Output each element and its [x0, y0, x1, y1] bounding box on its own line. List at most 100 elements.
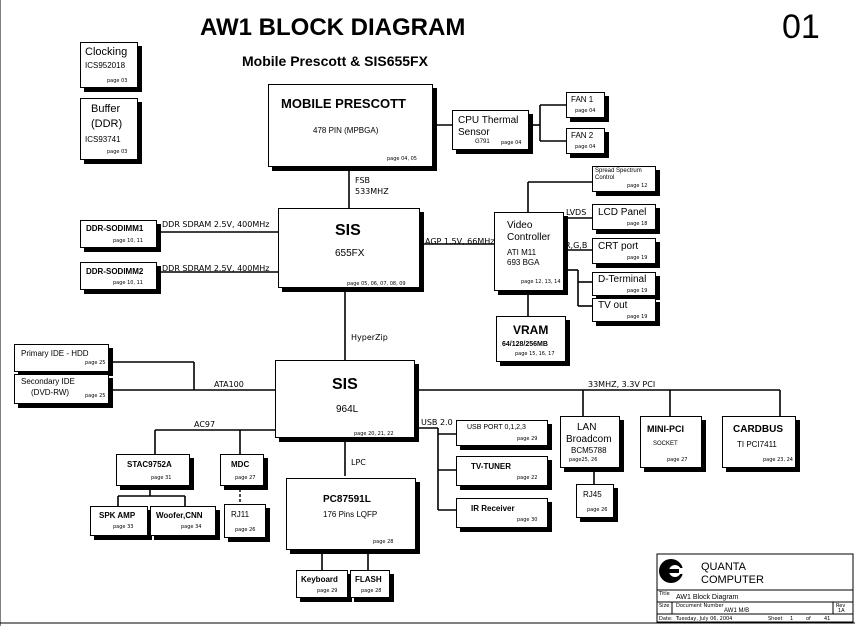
video-label: Video	[507, 220, 533, 231]
mini-pci-label: MINI-PCI	[647, 424, 684, 434]
woofer-block: Woofer,CNN page 34	[150, 506, 216, 536]
stac-page: page 31	[151, 475, 172, 481]
hyperzip-label: HyperZip	[351, 333, 388, 342]
stac-label: STAC9752A	[127, 460, 172, 469]
fan2-label: FAN 2	[571, 131, 594, 140]
docnum-field-value: AW1 M/B	[724, 608, 750, 614]
video-controller-block: Video Controller ATI M11 693 BGA page 12…	[494, 212, 564, 291]
spk-amp-page: page 33	[113, 524, 134, 530]
keyboard-block: Keyboard page 29	[296, 570, 348, 598]
buffer-label: Buffer	[91, 103, 121, 115]
fan2-page: page 04	[575, 144, 596, 150]
fan2-block: FAN 2 page 04	[566, 128, 605, 154]
ssc-label: Spread Spectrum	[595, 168, 642, 174]
cardbus-label: CARDBUS	[733, 424, 783, 435]
primary-ide-block: Primary IDE - HDD page 25	[14, 344, 109, 372]
title-field-value: AW1 Block Diagram	[676, 594, 739, 601]
mini-pci-page: page 27	[667, 457, 688, 463]
lan-label: LAN	[577, 422, 597, 433]
docnum-field-label: Document Number	[676, 603, 724, 609]
secondary-ide-label: Secondary IDE	[21, 377, 75, 386]
mdc-label: MDC	[231, 460, 250, 469]
mini-pci-socket: SOCKET	[653, 441, 678, 447]
southbridge-model: 964L	[336, 404, 359, 415]
usb-label: USB 2.0	[421, 418, 453, 427]
rj11-label: RJ11	[231, 510, 250, 519]
rev-field-label: Rev	[836, 603, 846, 609]
lan-vendor: Broadcom	[566, 434, 612, 445]
tvout-label: TV out	[598, 300, 628, 311]
usb-port-page: page 29	[517, 436, 538, 442]
northbridge-page: page 05, 06, 07, 08, 09	[347, 281, 406, 287]
date-field-value: Tuesday, July 06, 2004	[676, 616, 733, 622]
northbridge-block: SIS 655FX page 05, 06, 07, 08, 09	[278, 208, 420, 288]
buffer-block: Buffer (DDR) ICS93741 page 03	[80, 98, 138, 160]
thermal-page: page 04	[501, 140, 522, 146]
usb-port-label: USB PORT 0,1,2,3	[467, 424, 526, 431]
clocking-label: Clocking	[85, 46, 128, 58]
ddr-sodimm1-block: DDR-SODIMM1 page 10, 11	[80, 220, 157, 248]
lcd-label: LCD Panel	[598, 207, 647, 218]
ddr1-bus-label: DDR SDRAM 2.5V, 400MHz	[162, 220, 270, 229]
secondary-ide-block: Secondary IDE (DVD-RW) page 25	[14, 374, 109, 404]
ddr-sodimm2-page: page 10, 11	[113, 280, 143, 286]
primary-ide-page: page 25	[85, 360, 106, 366]
thermal-label: CPU Thermal	[458, 115, 519, 126]
d-terminal-block: D-Terminal page 19	[592, 272, 656, 296]
woofer-label: Woofer,CNN	[156, 511, 203, 520]
pci-bus-label: 33MHZ, 3.3V PCI	[588, 380, 656, 389]
size-field-label: Size	[659, 603, 670, 609]
rev-field-value: 1A	[838, 608, 845, 614]
quanta-logo	[659, 559, 687, 583]
secondary-ide-label-2: (DVD-RW)	[31, 388, 70, 397]
video-part: ATI M11	[507, 248, 537, 257]
super-io-pins: 176 Pins LQFP	[323, 510, 378, 519]
vram-label: VRAM	[513, 323, 549, 337]
agp-bus-label: AGP 1.5V, 66MHz	[425, 237, 495, 246]
ddr-sodimm1-label: DDR-SODIMM1	[86, 224, 144, 233]
thermal-sensor-block: CPU Thermal Sensor G791 page 04	[452, 110, 529, 150]
usb-port-block: USB PORT 0,1,2,3 page 29	[456, 420, 548, 446]
company-name: QUANTA	[701, 561, 747, 573]
flash-page: page 28	[361, 588, 382, 594]
ddr-sodimm1-page: page 10, 11	[113, 238, 143, 244]
lan-page: page25, 26	[569, 457, 598, 463]
rj45-page: page 26	[587, 507, 608, 513]
video-package: 693 BGA	[507, 258, 540, 267]
vram-page: page 15, 16, 17	[515, 351, 555, 357]
keyboard-label: Keyboard	[301, 575, 338, 584]
cpu-label: MOBILE PRESCOTT	[281, 96, 406, 111]
video-page: page 12, 13, 14	[521, 279, 561, 285]
crt-port-block: CRT port page 19	[592, 238, 656, 264]
rj11-block: RJ11 page 26	[224, 504, 266, 538]
vram-sizes: 64/128/256MB	[502, 341, 548, 348]
buffer-label-ddr: (DDR)	[91, 118, 123, 130]
primary-ide-label: Primary IDE - HDD	[21, 349, 89, 358]
cpu-page: page 04, 05	[387, 156, 417, 162]
thermal-part: G791	[475, 139, 490, 145]
northbridge-label: SIS	[335, 222, 361, 239]
lpc-label: LPC	[351, 458, 366, 467]
spread-spectrum-block: Spread Spectrum Control page 12	[592, 166, 656, 192]
secondary-ide-page: page 25	[85, 393, 106, 399]
ata-label: ATA100	[214, 380, 244, 389]
ddr2-bus-label: DDR SDRAM 2.5V, 400MHz	[162, 264, 270, 273]
fsb-label: FSB	[355, 176, 371, 185]
ir-receiver-page: page 30	[517, 517, 538, 523]
fsb-speed-label: 533MHZ	[355, 187, 389, 196]
clocking-part: ICS952018	[85, 61, 126, 70]
crt-label: CRT port	[598, 241, 639, 252]
fan1-page: page 04	[575, 108, 596, 114]
total-sheets-value: 41	[824, 616, 831, 622]
ddr-sodimm2-block: DDR-SODIMM2 page 10, 11	[80, 262, 157, 290]
rj11-page: page 26	[235, 527, 256, 533]
cpu-block: MOBILE PRESCOTT 478 PIN (MPBGA) page 04,…	[268, 84, 433, 167]
cpu-pins: 478 PIN (MPBGA)	[313, 126, 379, 135]
woofer-page: page 34	[181, 524, 202, 530]
ssc-label-2: Control	[595, 175, 615, 181]
super-io-block: PC87591L 176 Pins LQFP page 28	[286, 478, 416, 550]
lcd-panel-block: LCD Panel page 18	[592, 204, 656, 230]
clocking-block: Clocking ICS952018 page 03	[80, 42, 138, 88]
spk-amp-label: SPK AMP	[99, 511, 136, 520]
date-field-label: Date:	[659, 616, 673, 622]
